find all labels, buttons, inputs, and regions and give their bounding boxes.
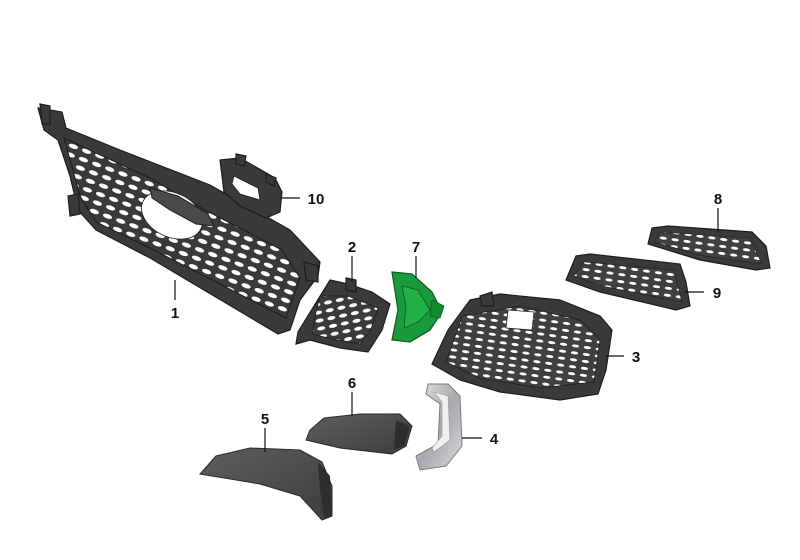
- part-8-flat-grille: [647, 225, 771, 271]
- part-2-side-grille: [295, 277, 391, 353]
- part-6-small-cover: [305, 413, 413, 455]
- leader-lines: [174, 197, 719, 452]
- callout-1: 1: [171, 305, 179, 322]
- part-7-highlighted-bracket: [391, 271, 445, 343]
- part-3-fog-light-grille: [431, 291, 613, 401]
- callout-4: 4: [490, 431, 499, 448]
- part-4-chrome-trim: [415, 383, 463, 471]
- callout-2: 2: [348, 239, 356, 256]
- callout-7: 7: [412, 239, 420, 256]
- callout-5: 5: [261, 411, 269, 428]
- callout-8: 8: [714, 191, 722, 208]
- callout-labels: 1 2 3 4 5 6 7 8 9 10: [171, 191, 722, 448]
- part-9-flat-grille: [565, 253, 691, 311]
- callout-9: 9: [713, 285, 721, 302]
- part-5-large-cover: [199, 447, 333, 521]
- callout-6: 6: [348, 375, 356, 392]
- part-1-main-grille: [37, 103, 321, 335]
- callout-3: 3: [632, 349, 640, 366]
- callout-10: 10: [308, 191, 325, 208]
- part-10-camera-bracket: [219, 153, 283, 219]
